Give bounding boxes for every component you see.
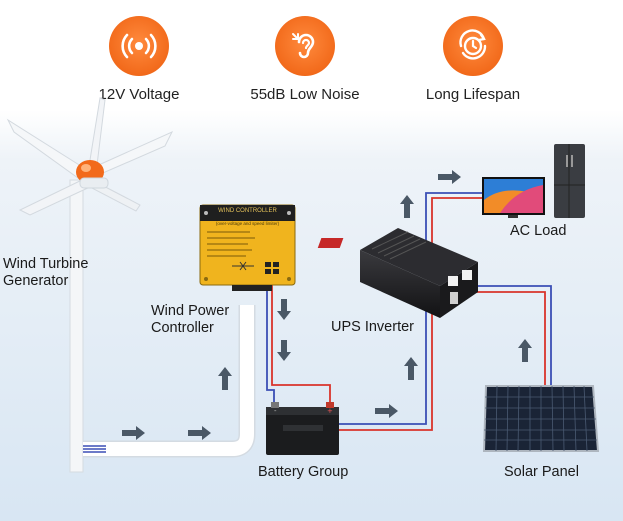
svg-text:-: - <box>274 407 277 415</box>
feature-voltage: 12V Voltage <box>59 16 219 103</box>
controller-panel-title: WIND CONTROLLER <box>218 208 277 214</box>
inverter-label: UPS Inverter <box>331 319 414 335</box>
wind-turbine <box>6 97 174 473</box>
cable-conduit <box>83 305 256 458</box>
flow-arrows <box>122 170 532 440</box>
clock-cycle-icon <box>443 16 503 76</box>
wiring <box>266 192 552 431</box>
battery-label: Battery Group <box>258 464 349 480</box>
battery: - + <box>266 402 339 455</box>
refrigerator-icon <box>554 144 585 218</box>
ups-inverter <box>317 228 478 318</box>
feature-noise: 55dB Low Noise <box>225 16 385 103</box>
solar-label: Solar Panel <box>504 464 579 480</box>
turbine-label-line2: Generator <box>3 273 69 289</box>
tv-icon <box>482 177 545 218</box>
controller-label-line2: Controller <box>151 320 214 336</box>
ac-load-label: AC Load <box>510 223 567 239</box>
solar-panel <box>482 385 600 452</box>
ear-icon <box>275 16 335 76</box>
feature-lifespan-label: Long Lifespan <box>425 86 521 103</box>
svg-text:+: + <box>327 407 333 415</box>
feature-lifespan: Long Lifespan <box>393 16 553 103</box>
turbine-label: Wind Turbine Generator <box>3 256 88 290</box>
controller-label-line1: Wind Power <box>151 303 230 319</box>
wind-controller <box>199 204 296 291</box>
feature-voltage-label: 12V Voltage <box>98 86 180 103</box>
feature-noise-label: 55dB Low Noise <box>250 86 360 103</box>
signal-waves-icon <box>109 16 169 76</box>
turbine-label-line1: Wind Turbine <box>3 256 89 272</box>
controller-panel-subtitle: (over-voltage and speed limiter) <box>215 221 280 226</box>
controller-label: Wind Power Controller <box>151 303 229 337</box>
